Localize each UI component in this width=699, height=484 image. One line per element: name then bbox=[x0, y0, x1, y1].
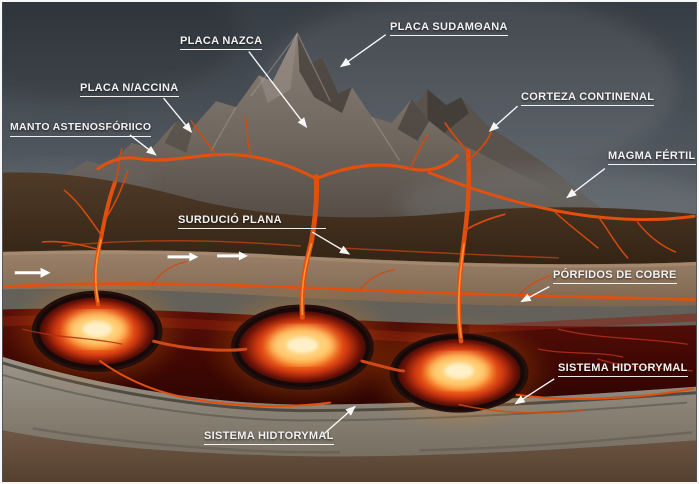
label-manto-astenosferico-text: MANTO ASTENOSFÓRIICO bbox=[10, 121, 152, 133]
label-placa-oceanica-text: PLACA N/ACCINA bbox=[80, 82, 179, 94]
vein-trunk-1-twigs bbox=[41, 147, 129, 251]
label-placa-oceanica: PLACA N/ACCINA bbox=[80, 82, 179, 98]
vein-chamber-link-1 bbox=[152, 339, 248, 352]
vein-highlights bbox=[95, 239, 465, 338]
leader-placa-sudamericana bbox=[339, 34, 387, 68]
leader-placa-oceanica bbox=[163, 97, 193, 133]
plate-arrow-2 bbox=[167, 252, 199, 262]
label-placa-nazca: PLACA NAZCA bbox=[180, 35, 263, 51]
label-sistema-hidrotermal-1: SISTEMA HIDTORYMAL bbox=[558, 362, 688, 378]
leader-corteza-continental bbox=[488, 105, 519, 132]
back-ridge-shadow bbox=[427, 89, 470, 133]
magma-chamber-2 bbox=[230, 304, 374, 390]
label-sistema-hidrotermal-2-text: SISTEMA HIDTORYMAL bbox=[204, 430, 334, 442]
leader-placa-nazca bbox=[248, 51, 308, 129]
plate-arrow-3 bbox=[217, 251, 248, 261]
vein-bottom-3 bbox=[458, 403, 584, 414]
vein-canopy-left bbox=[96, 152, 318, 181]
rock-striations bbox=[210, 33, 401, 162]
vein-canopy-twigs bbox=[190, 116, 429, 170]
label-magma-fertil: MAGMA FÉRTIL bbox=[608, 150, 696, 166]
label-corteza-continental-text: CORTEZA CONTINENAL bbox=[521, 91, 655, 103]
label-placa-sudamericana-text: PLACA SUDAMΘANA bbox=[390, 21, 508, 33]
magma-chamber-3 bbox=[389, 333, 529, 413]
plate-motion-arrows bbox=[14, 251, 248, 278]
label-sistema-hidrotermal-2: SISTEMA HIDTORYMAL bbox=[204, 430, 334, 446]
label-subduccion-plana: SURDUCIÓ PLANA bbox=[178, 214, 326, 230]
rock-crevice-line-3 bbox=[32, 427, 693, 454]
layer-soil bbox=[2, 430, 697, 482]
leader-sistema-1 bbox=[514, 378, 555, 405]
storm-cloud bbox=[2, 2, 241, 102]
ridge-facet-2 bbox=[397, 99, 430, 141]
label-porfidos-de-cobre: PÓRFIDOS DE COBRE bbox=[553, 269, 677, 285]
vein-bottom-1 bbox=[515, 387, 695, 400]
vein-right-twigs bbox=[552, 209, 677, 259]
leader-sistema-2 bbox=[321, 405, 356, 436]
vein-trunk-3-twigs bbox=[444, 122, 506, 231]
vein-horizontal-twigs bbox=[151, 261, 551, 297]
plate-arrow-1 bbox=[14, 267, 51, 278]
vein-bottom-2 bbox=[99, 360, 332, 408]
label-subduccion-plana-text: SURDUCIÓ PLANA bbox=[178, 214, 282, 226]
leader-lines bbox=[129, 34, 606, 436]
vein-crust bbox=[61, 240, 560, 259]
peak-light-face bbox=[258, 31, 298, 104]
label-corteza-continental: CORTEZA CONTINENAL bbox=[521, 91, 655, 107]
label-magma-fertil-text: MAGMA FÉRTIL bbox=[608, 150, 696, 162]
plate-top-highlight bbox=[2, 250, 697, 268]
label-placa-sudamericana: PLACA SUDAMΘANA bbox=[390, 21, 508, 37]
label-manto-astenosferico: MANTO ASTENOSFÓRIICO bbox=[10, 121, 152, 137]
label-sistema-hidrotermal-1-text: SISTEMA HIDTORYMAL bbox=[558, 362, 688, 374]
label-placa-nazca-text: PLACA NAZCA bbox=[180, 35, 263, 47]
magma-chambers bbox=[5, 273, 555, 431]
leader-porfidos bbox=[520, 286, 550, 303]
label-porfidos-de-cobre-text: PÓRFIDOS DE COBRE bbox=[553, 269, 677, 281]
leader-subduccion-plana bbox=[311, 231, 351, 255]
leader-manto-astenosferico bbox=[129, 134, 157, 156]
leader-magma-fertil bbox=[566, 168, 606, 199]
rock-crevice-line-2 bbox=[2, 373, 688, 422]
magma-vein-network bbox=[3, 116, 696, 414]
peak-shadow-face bbox=[297, 31, 352, 114]
vein-chamber-link-2 bbox=[360, 359, 406, 373]
magma-band-squiggles bbox=[22, 328, 693, 372]
